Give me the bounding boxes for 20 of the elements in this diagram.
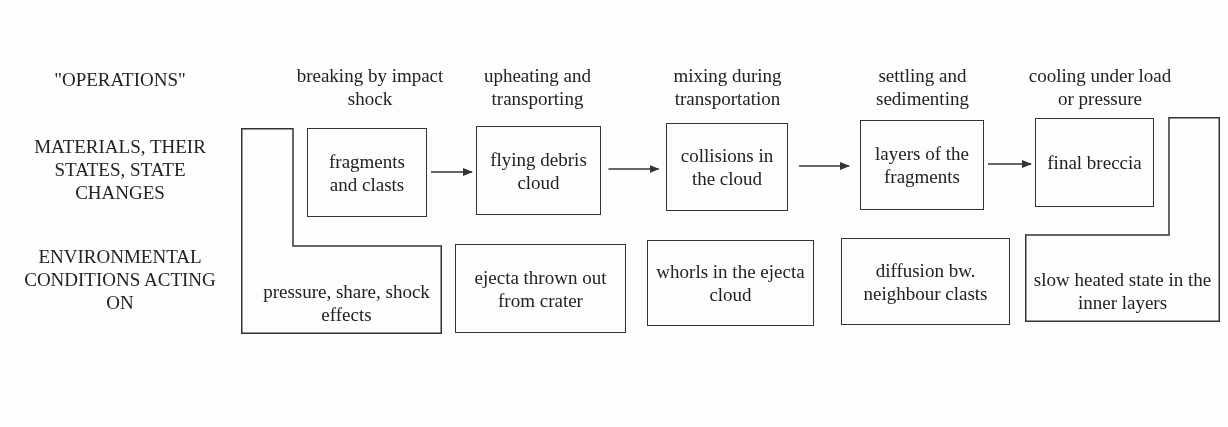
process-box: collisions in the cloud	[666, 123, 788, 211]
process-box: final breccia	[1035, 118, 1154, 207]
process-box: fragments and clasts	[307, 128, 427, 217]
column-heading: cooling under load or pressure	[1027, 64, 1173, 110]
column-heading: settling and sedimenting	[875, 64, 970, 110]
process-box: ejecta thrown out from crater	[455, 244, 626, 333]
column-heading: upheating and transporting	[482, 64, 593, 110]
arrow	[798, 162, 850, 170]
arrow	[987, 160, 1032, 168]
arrow	[607, 165, 660, 173]
row-heading: ENVIRONMENTAL CONDITIONS ACTING ON	[23, 245, 217, 314]
process-box: whorls in the ejecta cloud	[647, 240, 814, 326]
row-heading: MATERIALS, THEIR STATES, STATE CHANGES	[33, 135, 207, 204]
column-heading: "OPERATIONS"	[53, 68, 187, 91]
column-heading: mixing during transportation	[672, 64, 783, 110]
process-box: diffusion bw. neighbour clasts	[841, 238, 1010, 325]
column-heading: breaking by impact shock	[295, 64, 445, 110]
process-box: layers of the fragments	[860, 120, 984, 210]
arrow	[430, 168, 473, 176]
process-box: flying debris cloud	[476, 126, 601, 215]
